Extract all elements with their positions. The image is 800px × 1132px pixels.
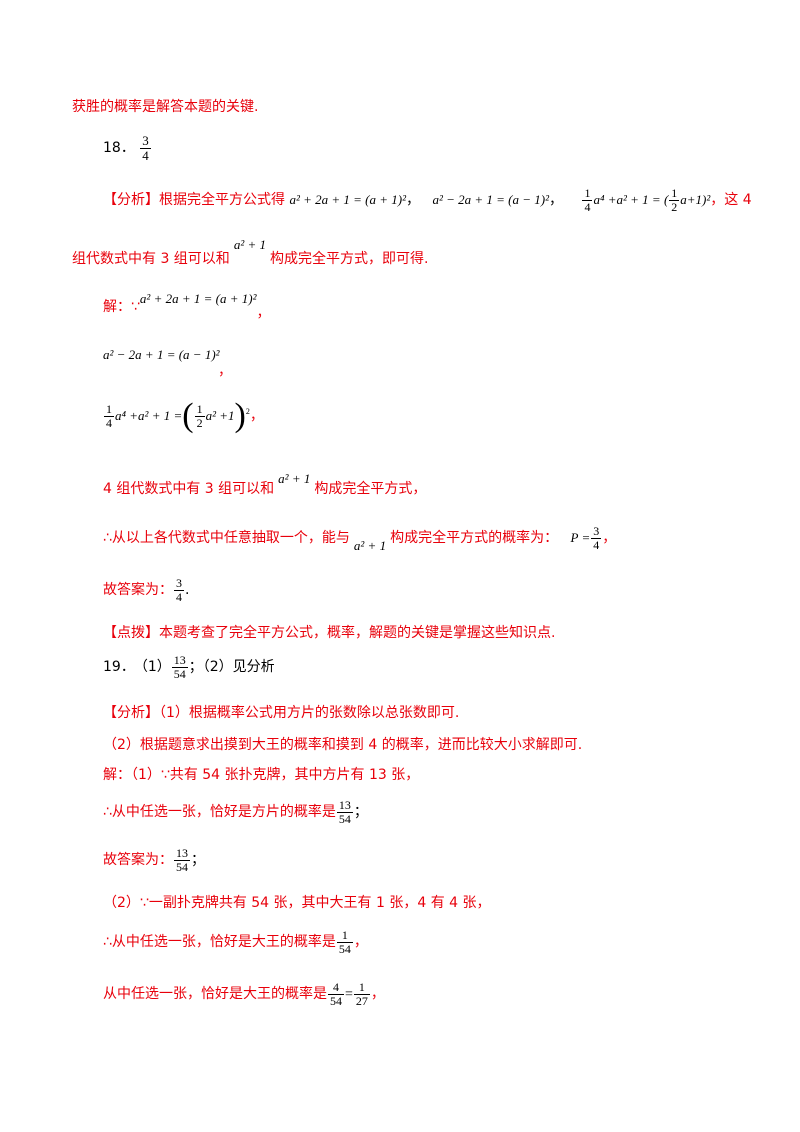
question-number: 18． bbox=[103, 140, 135, 156]
solution-18-line4: 4 组代数式中有 3 组可以和a² + 1构成完全平方式， bbox=[103, 471, 427, 497]
analysis-19-line2: （2）根据题意求出摸到大王的概率和摸到 4 的概率，进而比较大小求解即可. bbox=[103, 737, 583, 753]
tip-18: 【点拨】本题考查了完全平方公式，概率，解题的关键是掌握这些知识点. bbox=[103, 625, 556, 641]
analysis-tag: 【分析】 bbox=[103, 192, 159, 208]
comma: ， bbox=[218, 363, 232, 379]
equation: a² + 1 bbox=[278, 471, 311, 486]
equation: a² − 2a + 1 = (a − 1)² bbox=[432, 192, 549, 207]
equation: a⁴ +a² + 1 = ( bbox=[593, 192, 669, 207]
equation: a² + 2a + 1 = (a + 1)² bbox=[289, 192, 406, 207]
equation: a² + 1 bbox=[353, 538, 387, 553]
tip-tag: 【点拨】 bbox=[103, 625, 159, 641]
analysis-tag: 【分析】 bbox=[103, 705, 159, 721]
solution-18-line1: 解：∵a² + 2a + 1 = (a + 1)²， bbox=[103, 291, 271, 321]
equation: a² + 2a + 1 = (a + 1)² bbox=[139, 291, 257, 306]
solution-19-line1: 解：（1）∵共有 54 张扑克牌，其中方片有 13 张， bbox=[103, 767, 420, 783]
analysis-19: 【分析】（1）根据概率公式用方片的张数除以总张数即可. bbox=[103, 705, 460, 721]
equation: a² − 2a + 1 = (a − 1)² bbox=[103, 347, 220, 362]
analysis-18: 【分析】根据完全平方公式得 a² + 2a + 1 = (a + 1)²， a²… bbox=[103, 185, 752, 214]
analysis-18-cont: 组代数式中有 3 组可以和a² + 1构成完全平方式，即可得. bbox=[72, 237, 429, 267]
text-line: 获胜的概率是解答本题的关键. bbox=[72, 99, 259, 115]
solution-18-line2: a² − 2a + 1 = (a − 1)² bbox=[103, 346, 220, 364]
equation: a² + 1 bbox=[233, 237, 266, 252]
equation: a⁴ +a² + 1 = bbox=[115, 408, 183, 423]
solution-19-line4: （2）∵一副扑克牌共有 54 张，其中大王有 1 张，4 有 4 张， bbox=[103, 895, 491, 911]
